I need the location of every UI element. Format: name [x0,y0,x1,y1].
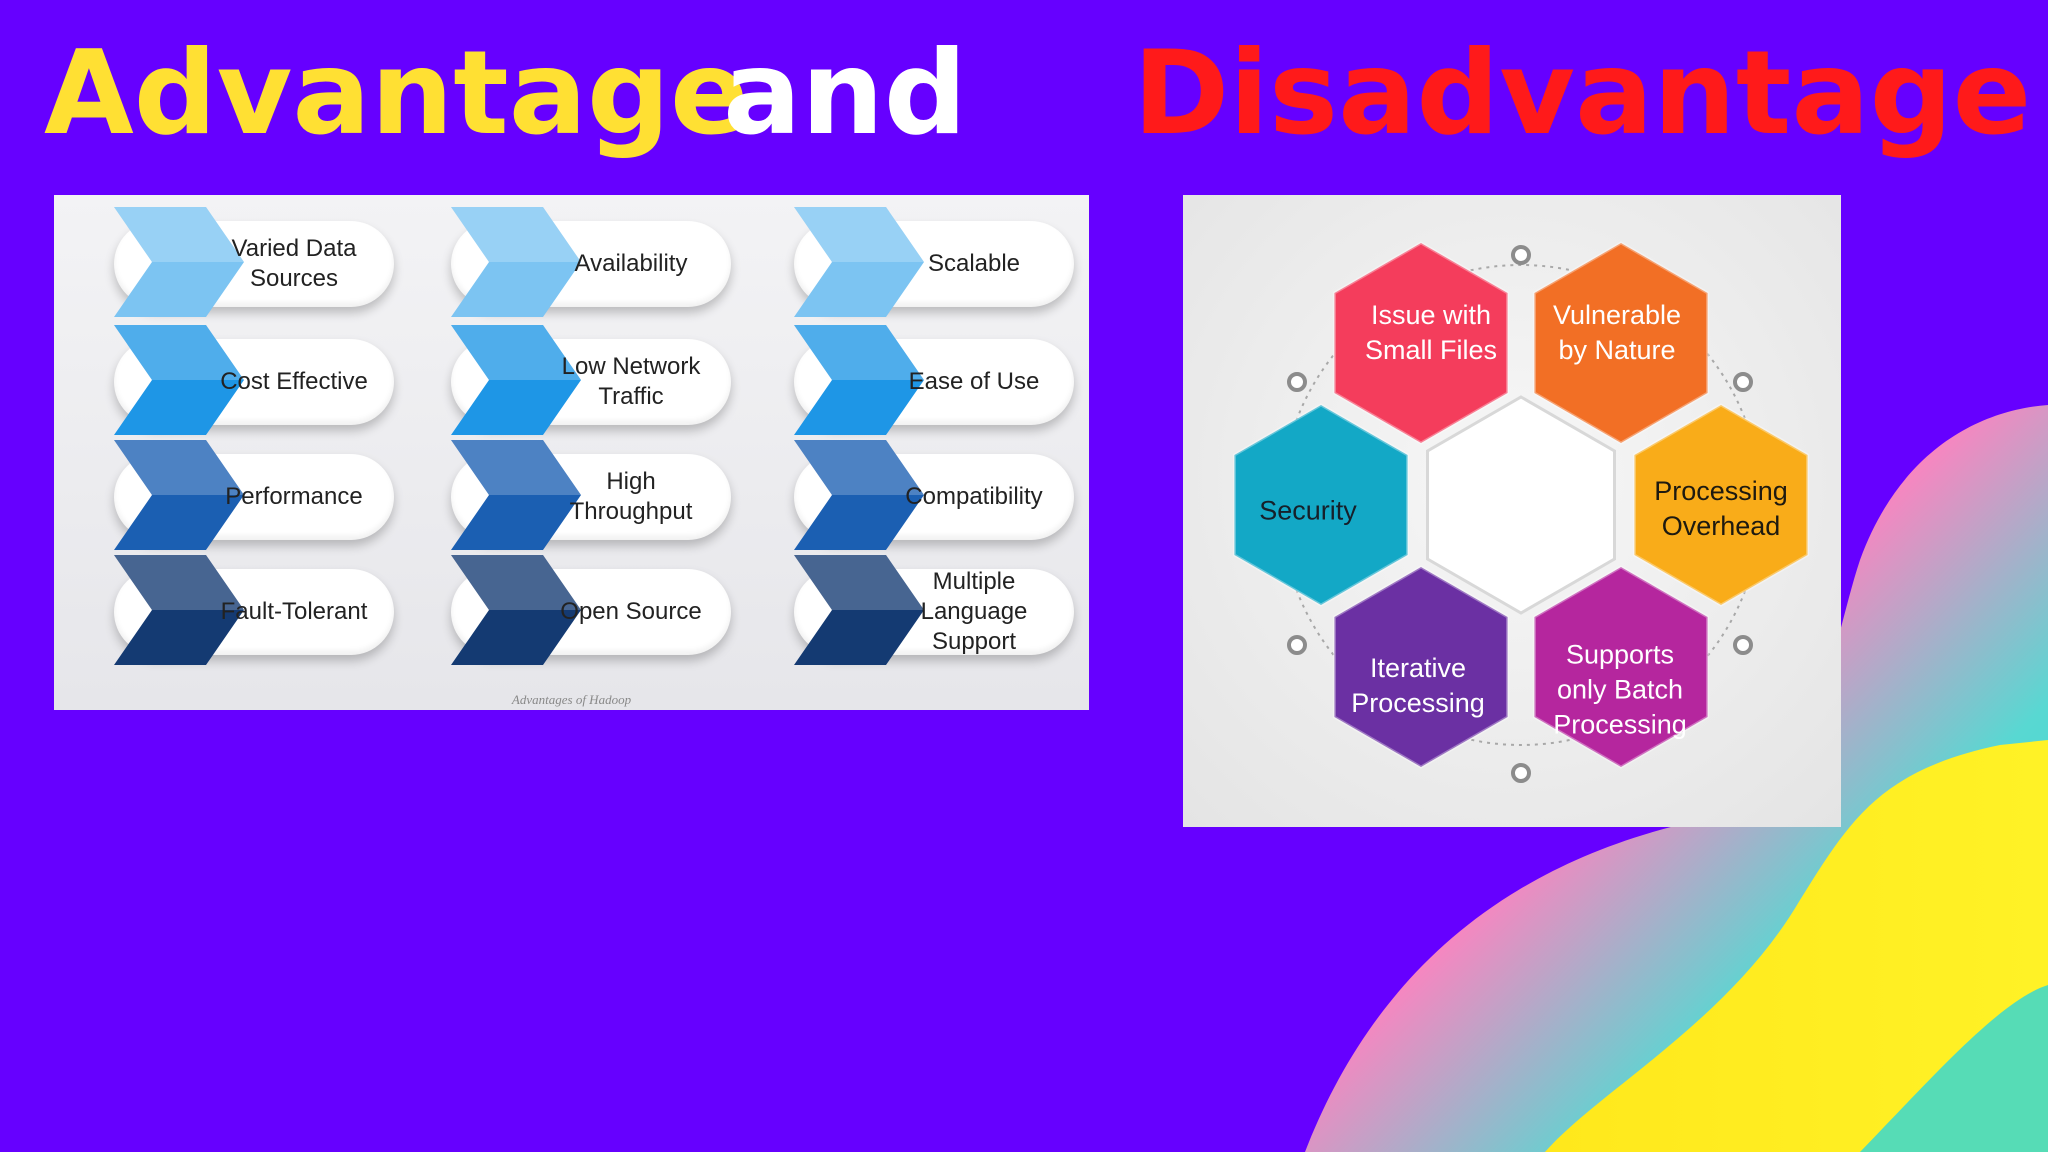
advantage-label: Cost Effective [220,368,368,395]
chevron-arrow-icon [794,207,924,317]
hexagon-batch-processing [1532,565,1710,769]
chevron-arrow-icon [114,440,244,550]
advantage-label: Scalable [927,250,1021,277]
advantage-label: Fault-Tolerant [220,598,368,625]
hexagon-processing-overhead [1632,403,1810,607]
disadvantages-panel: Issue with Small Files Vulnerable by Nat… [1183,195,1841,827]
title-and: and [723,26,967,161]
hex-label-small-files: Issue with Small Files [1364,299,1498,365]
advantage-item: Cost Effective [74,325,394,435]
advantage-item: Varied Data Sources [74,207,394,317]
chevron-arrow-icon [114,555,244,665]
hex-label-vulnerable: Vulnerable by Nature [1552,299,1682,365]
advantages-caption: Advantages of Hadoop [511,692,632,707]
advantage-label: Compatibility [905,483,1043,510]
advantage-item: Open Source [411,555,731,665]
hexagon-diagram [1232,241,1810,783]
chevron-arrow-icon [451,207,581,317]
chevron-arrow-icon [451,555,581,665]
chevron-arrow-icon [794,440,924,550]
chevron-arrow-icon [114,325,244,435]
advantage-label: Multiple Language Support [920,568,1028,655]
advantage-label: Availability [574,250,688,277]
chevron-arrow-icon [794,555,924,665]
chevron-arrow-icon [114,207,244,317]
chevron-arrow-icon [451,440,581,550]
title-disadvantage: Disadvantage [1133,26,2032,161]
hex-label-security: Security [1259,495,1357,526]
hexagon-vulnerable [1532,241,1710,445]
hexagon-security [1232,403,1410,607]
advantage-item: Low Network Traffic [411,325,731,435]
advantage-item: Multiple Language Support [754,555,1074,665]
advantage-item: Compatibility [754,440,1074,550]
connector-dots [1287,245,1753,783]
advantages-row: Performance High Throughput Compatibilit… [54,440,1089,550]
hex-label-iterative-processing: Iterative Processing [1351,652,1485,718]
advantages-row: Fault-Tolerant Open Source Multiple Lang… [54,555,1089,665]
advantages-row: Varied Data Sources Availability Scalabl… [54,207,1089,317]
advantage-label: Open Source [560,598,702,625]
advantage-label: Low Network Traffic [561,353,701,410]
advantage-label: Performance [225,483,363,510]
hex-label-processing-overhead: Processing Overhead [1654,475,1788,541]
hexagon-small-files [1332,241,1510,445]
advantage-item: Availability [411,207,731,317]
advantage-label: High Throughput [569,468,693,525]
advantage-label: Ease of Use [908,368,1040,395]
advantages-row: Cost Effective Low Network Traffic Ease … [54,325,1089,435]
advantage-label: Varied Data Sources [231,235,357,292]
hex-label-batch-processing: Supports only Batch Processing [1553,639,1687,740]
advantages-panel: Varied Data Sources Availability Scalabl… [54,195,1089,710]
title-advantage: Advantage [44,26,749,161]
advantage-item: Ease of Use [754,325,1074,435]
advantage-item: Scalable [754,207,1074,317]
chevron-arrow-icon [794,325,924,435]
advantage-item: High Throughput [411,440,731,550]
hexagon-iterative-processing [1332,565,1510,769]
chevron-arrow-icon [451,325,581,435]
advantage-item: Performance [74,440,394,550]
advantage-item: Fault-Tolerant [74,555,394,665]
hexagon-center [1426,395,1616,615]
